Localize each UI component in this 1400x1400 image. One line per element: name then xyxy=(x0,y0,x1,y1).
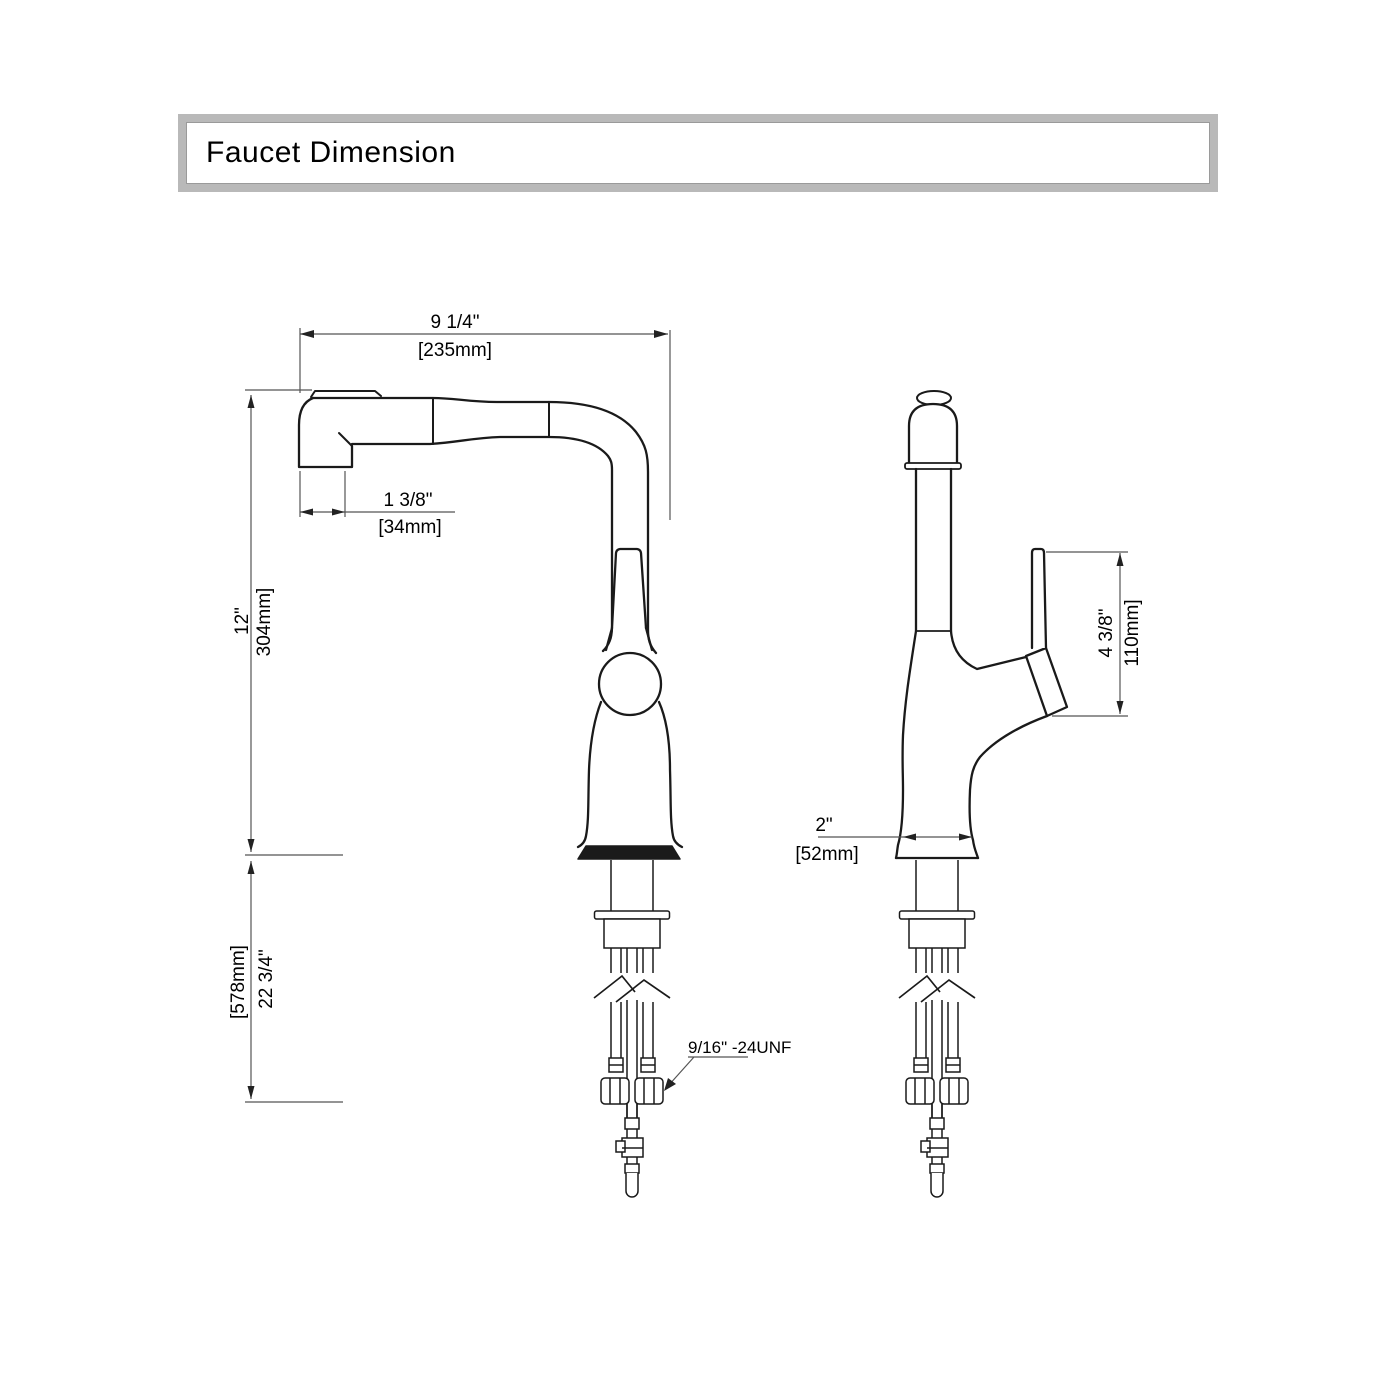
dim-handle-height: 4 3/8" 110mm] xyxy=(1046,551,1143,717)
dim-spout-tip: 1 3/8" [34mm] xyxy=(299,471,455,538)
label-supply-length-in: 22 3/4" xyxy=(256,949,277,1009)
label-spout-tip-in: 1 3/8" xyxy=(383,490,432,511)
base-flare xyxy=(577,845,681,860)
supply-assembly-left xyxy=(593,859,671,1198)
label-spout-reach-mm: [235mm] xyxy=(418,340,492,361)
supply-assembly-right xyxy=(898,859,976,1198)
label-spout-height-mm: 304mm] xyxy=(254,588,275,657)
sprayer-head-front xyxy=(907,402,959,466)
handle-hub xyxy=(1024,646,1069,718)
handle-lever-side xyxy=(610,547,648,630)
handle-lever-front xyxy=(1030,547,1048,650)
label-spout-height-in: 12" xyxy=(232,607,253,635)
label-spout-tip-mm: [34mm] xyxy=(378,517,441,538)
sprayer-button xyxy=(310,390,382,398)
label-handle-height-in: 4 3/8" xyxy=(1096,608,1117,657)
faucet-front-view xyxy=(894,390,1069,860)
page-title: Faucet Dimension xyxy=(206,136,456,169)
ball-joint xyxy=(597,651,663,717)
label-supply-length-mm: [578mm] xyxy=(228,945,249,1019)
dim-base-width: 2" [52mm] xyxy=(795,815,972,865)
spout-section-lines xyxy=(432,397,550,445)
dim-spout-height: 12" 304mm] xyxy=(232,389,343,856)
callout-thread-spec: 9/16" -24UNF xyxy=(664,1038,791,1091)
dim-supply-length: [578mm] 22 3/4" xyxy=(228,861,343,1103)
label-base-width-in: 2" xyxy=(815,815,832,836)
label-thread-spec: 9/16" -24UNF xyxy=(688,1038,791,1057)
dim-spout-reach: 9 1/4" [235mm] xyxy=(299,312,671,520)
title-box: Faucet Dimension xyxy=(178,114,1218,192)
label-handle-height-mm: 110mm] xyxy=(1122,599,1143,666)
label-base-width-mm: [52mm] xyxy=(795,844,858,865)
label-spout-reach-in: 9 1/4" xyxy=(430,312,479,333)
faucet-side-view xyxy=(297,390,684,860)
